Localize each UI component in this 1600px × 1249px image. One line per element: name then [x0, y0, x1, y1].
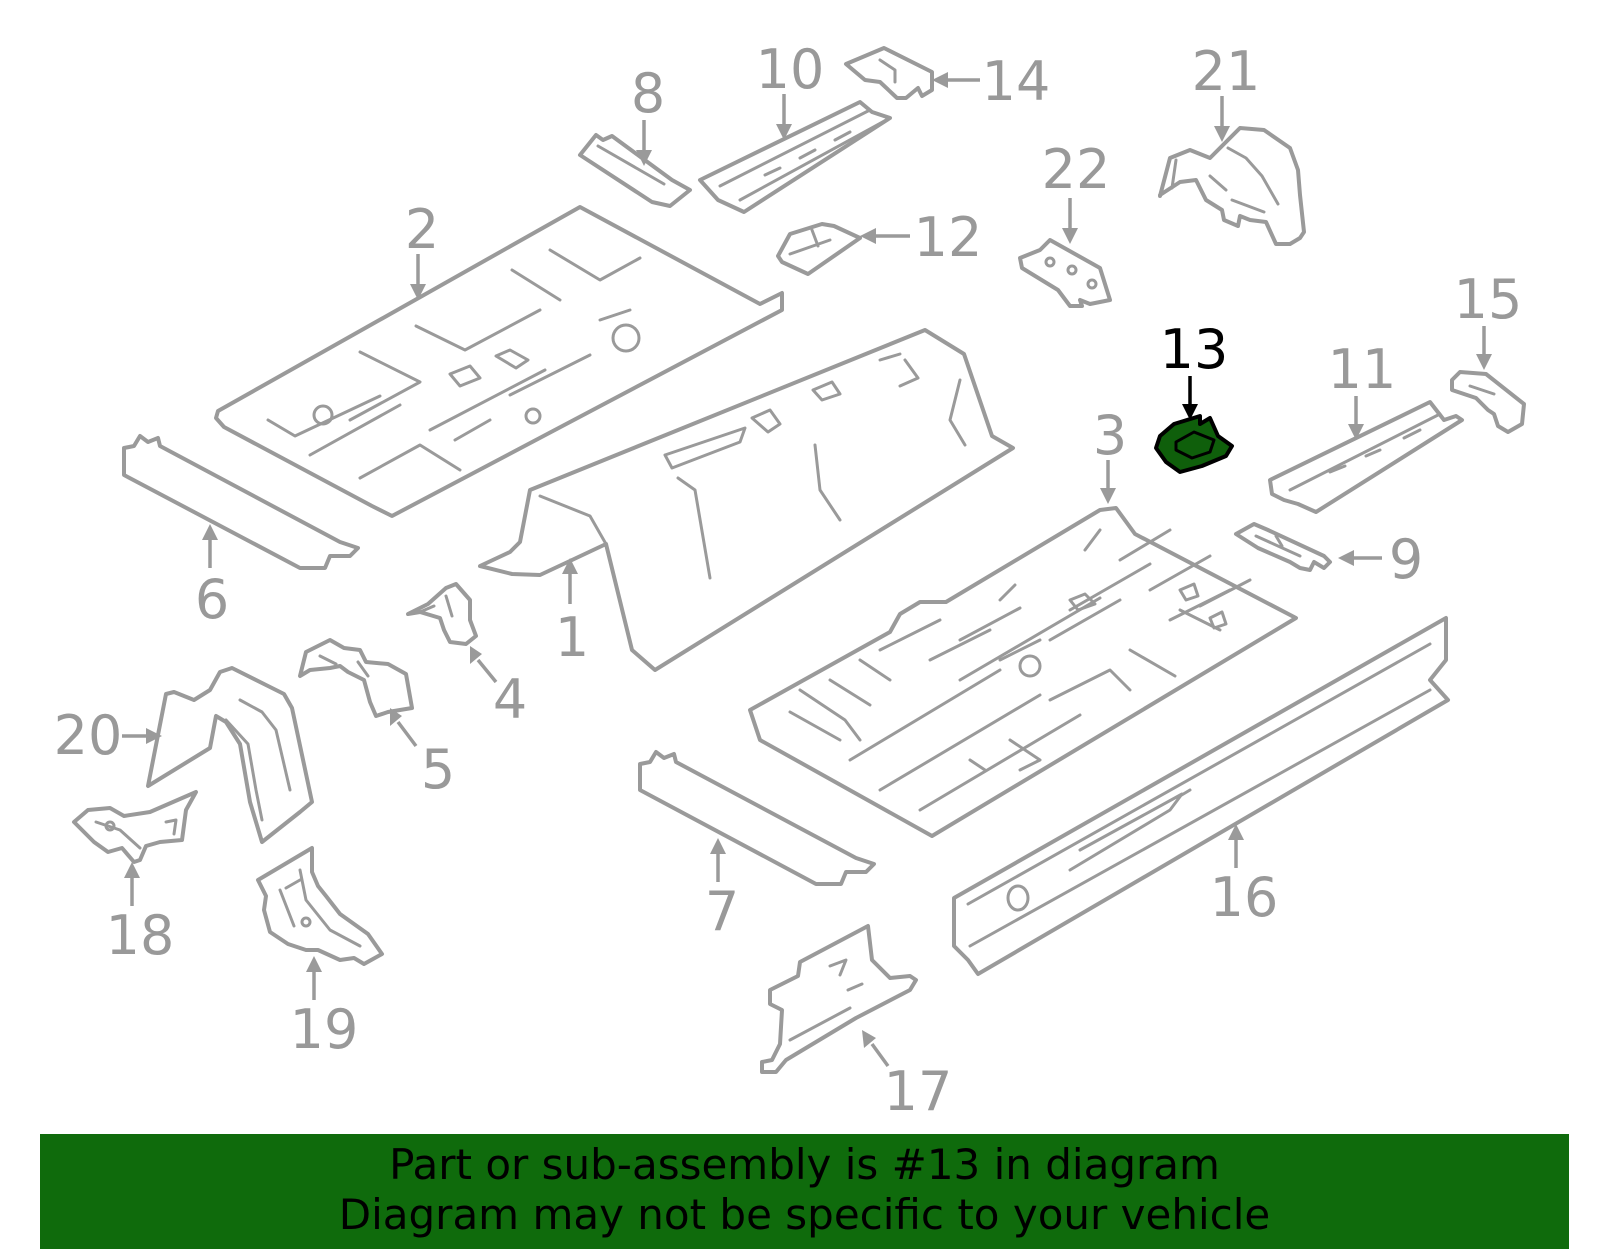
part-1-tunnel[interactable] [478, 328, 1015, 672]
arrow-3-head [1100, 488, 1116, 504]
part-19-bracket[interactable] [256, 846, 384, 966]
callout-12: 12 [914, 206, 983, 269]
callout-6: 6 [195, 568, 229, 631]
arrow-12-head [860, 228, 876, 244]
callout-20: 20 [54, 704, 123, 767]
arrow-5 [396, 720, 418, 748]
part-17-bracket[interactable] [760, 924, 918, 1074]
part-13-highlighted[interactable] [1154, 414, 1234, 474]
part-8-bracket[interactable] [578, 133, 692, 208]
callout-11: 11 [1328, 338, 1397, 401]
part-10-rail[interactable] [698, 100, 892, 214]
callout-3: 3 [1093, 404, 1127, 467]
part-7-crossmember[interactable] [638, 750, 876, 886]
leader-arrows [122, 72, 1492, 1068]
callout-7: 7 [705, 880, 739, 943]
callout-22: 22 [1042, 138, 1111, 201]
arrow-17 [870, 1042, 890, 1068]
arrow-4-head [470, 646, 482, 664]
callout-labels: 1 2 3 4 5 6 7 8 9 10 11 12 13 14 15 16 1… [54, 38, 1523, 1123]
part-18-bracket[interactable] [72, 790, 198, 864]
part-5-bracket[interactable] [298, 638, 414, 718]
arrow-9-head [1338, 550, 1354, 566]
callout-9: 9 [1389, 528, 1423, 591]
part-9-bracket[interactable] [1234, 522, 1332, 572]
part-12-bracket[interactable] [776, 222, 862, 276]
part-2-floor-pan[interactable] [214, 205, 784, 518]
arrow-1-head [562, 558, 578, 574]
callout-17: 17 [884, 1060, 953, 1123]
part-6-crossmember[interactable] [122, 434, 360, 570]
part-4-bracket[interactable] [406, 582, 478, 646]
callout-1: 1 [555, 606, 589, 669]
callout-13: 13 [1160, 318, 1229, 381]
arrow-7-head [710, 838, 726, 854]
arrow-2-head [410, 284, 426, 300]
arrow-14-head [932, 72, 948, 88]
part-14-bracket[interactable] [844, 46, 934, 100]
part-11-rail[interactable] [1268, 400, 1464, 514]
info-banner: Part or sub-assembly is #13 in diagram D… [40, 1134, 1569, 1249]
part-20-wheelhouse[interactable] [146, 666, 314, 844]
arrow-19-head [306, 956, 322, 972]
arrow-21-head [1214, 126, 1230, 142]
callout-10: 10 [756, 38, 825, 101]
arrow-10-head [776, 124, 792, 140]
part-22-bracket[interactable] [1018, 238, 1112, 308]
callout-2: 2 [405, 198, 439, 261]
callout-19: 19 [290, 998, 359, 1061]
part-3-rear-floor[interactable] [748, 506, 1298, 838]
part-15-bracket[interactable] [1450, 370, 1526, 434]
arrow-4 [476, 658, 498, 684]
arrow-5-head [390, 708, 402, 726]
callout-4: 4 [493, 668, 527, 731]
callout-14: 14 [982, 50, 1051, 113]
arrow-13-head [1182, 404, 1198, 420]
arrow-8-head [636, 150, 652, 166]
arrow-18-head [124, 862, 140, 878]
arrow-20-head [146, 728, 162, 744]
callout-18: 18 [106, 904, 175, 967]
part-21-wheelhouse[interactable] [1158, 126, 1306, 246]
callout-16: 16 [1210, 866, 1279, 929]
arrow-15-head [1476, 354, 1492, 370]
banner-line-disclaimer: Diagram may not be specific to your vehi… [338, 1190, 1271, 1239]
arrow-6-head [202, 524, 218, 540]
parts-diagram: 1 2 3 4 5 6 7 8 9 10 11 12 13 14 15 16 1… [54, 38, 1526, 1123]
arrow-22-head [1062, 228, 1078, 244]
arrow-11-head [1348, 424, 1364, 440]
callout-8: 8 [631, 62, 665, 125]
arrow-16-head [1228, 824, 1244, 840]
banner-line-part-number: Part or sub-assembly is #13 in diagram [389, 1140, 1220, 1189]
part-16-side-rail[interactable] [952, 616, 1450, 976]
callout-21: 21 [1192, 40, 1261, 103]
callout-15: 15 [1454, 268, 1523, 331]
callout-5: 5 [421, 738, 455, 801]
arrow-17-head [862, 1030, 876, 1048]
